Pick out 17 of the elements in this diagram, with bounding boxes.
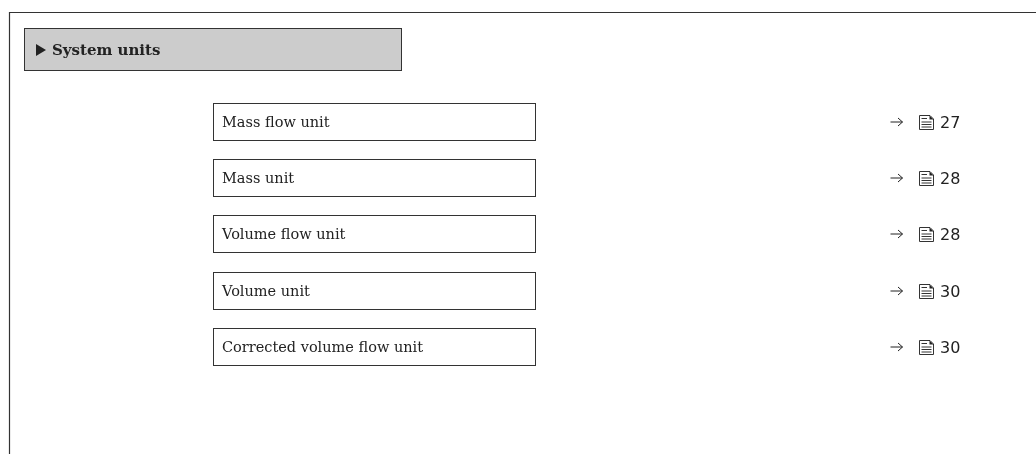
page-reference: 30 — [940, 337, 961, 357]
page-reference: 27 — [940, 112, 961, 132]
parameter-name: Volume unit — [222, 283, 310, 299]
parameter-name: Mass unit — [222, 170, 295, 186]
page-reference: 28 — [940, 224, 961, 244]
page-reference: 28 — [940, 168, 961, 188]
parameter-name: Mass flow unit — [222, 114, 330, 130]
parameter-box — [213, 215, 536, 253]
parameter-box — [213, 103, 536, 141]
page-reference: 30 — [940, 281, 961, 301]
section-title: System units — [52, 40, 161, 59]
parameter-name: Volume flow unit — [222, 226, 346, 242]
parameter-box — [213, 328, 536, 366]
parameter-box — [213, 272, 536, 310]
parameter-box — [213, 159, 536, 197]
section-header-bar — [24, 28, 402, 71]
parameter-name: Corrected volume flow unit — [222, 339, 424, 355]
